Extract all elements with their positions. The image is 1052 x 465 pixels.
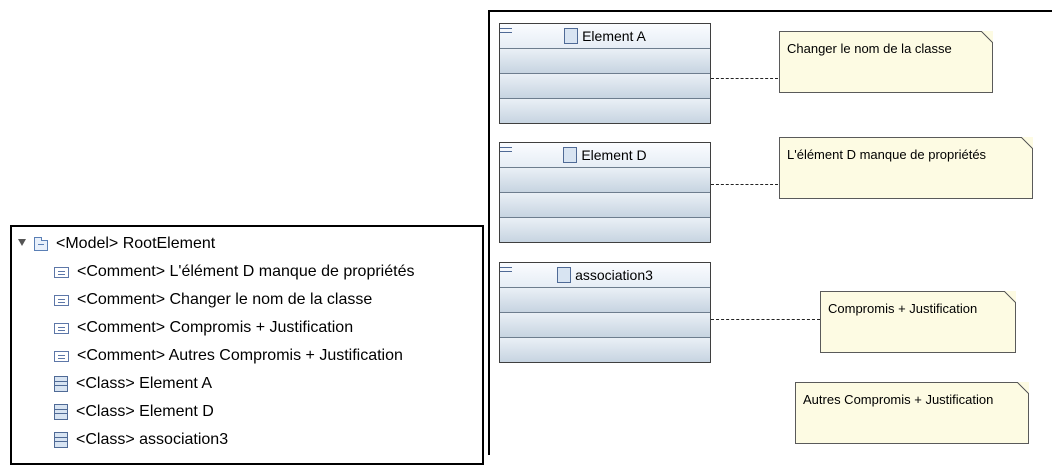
class-icon (54, 432, 68, 448)
nested-compartment[interactable] (500, 218, 710, 242)
expand-arrow-icon[interactable] (18, 239, 26, 246)
tree-node-comment-2[interactable]: <Comment> Changer le nom de la classe (54, 287, 372, 313)
attribute-compartment[interactable] (500, 288, 710, 313)
comment-icon (54, 266, 69, 278)
comment-link-element-d[interactable] (711, 184, 778, 185)
tree-node-class-3[interactable]: <Class> association3 (54, 427, 228, 453)
comment-icon (54, 294, 69, 306)
note-autres-compromis[interactable]: Autres Compromis + Justification (795, 382, 1029, 444)
tree-node-label: <Class> Element D (76, 403, 214, 420)
tree-node-root[interactable]: <Model> RootElement (12, 231, 215, 257)
nested-compartment[interactable] (500, 338, 710, 362)
tree-node-comment-4[interactable]: <Comment> Autres Compromis + Justificati… (54, 343, 403, 369)
tree-node-label: <Class> Element A (76, 375, 213, 392)
tree-node-root-label: <Model> RootElement (56, 235, 216, 252)
uml-class-element-d[interactable]: Element D (499, 142, 711, 243)
note-changer-nom[interactable]: Changer le nom de la classe (779, 31, 993, 93)
class-name: association3 (575, 267, 653, 283)
note-text: Compromis + Justification (828, 301, 978, 316)
attribute-compartment[interactable] (500, 168, 710, 193)
comment-link-element-a[interactable] (711, 78, 778, 79)
class-icon (563, 147, 578, 163)
tree-node-label: <Comment> Autres Compromis + Justificati… (77, 347, 403, 364)
comment-icon (54, 322, 69, 334)
tree-node-class-2[interactable]: <Class> Element D (54, 399, 214, 425)
note-element-d[interactable]: L'élément D manque de propriétés (779, 137, 1033, 199)
diagram-canvas[interactable]: Element A Element D association3 Changer… (488, 10, 1052, 455)
class-icon (557, 267, 572, 283)
model-tree-panel: <Model> RootElement <Comment> L'élément … (10, 225, 484, 465)
tree-node-label: <Class> association3 (76, 431, 229, 448)
operation-compartment[interactable] (500, 193, 710, 218)
comment-icon (54, 350, 69, 362)
class-header: Element D (500, 143, 710, 168)
model-package-icon (34, 236, 48, 251)
tree-node-label: <Comment> Compromis + Justification (77, 319, 354, 336)
tree-node-class-1[interactable]: <Class> Element A (54, 371, 212, 397)
note-text: Autres Compromis + Justification (803, 392, 994, 407)
operation-compartment[interactable] (500, 74, 710, 99)
attribute-compartment[interactable] (500, 49, 710, 74)
note-compromis[interactable]: Compromis + Justification (820, 291, 1016, 353)
tree-node-comment-3[interactable]: <Comment> Compromis + Justification (54, 315, 353, 341)
class-header: association3 (500, 263, 710, 288)
class-name: Element A (582, 28, 646, 44)
tree-node-label: <Comment> Changer le nom de la classe (77, 291, 373, 308)
tree-node-comment-1[interactable]: <Comment> L'élément D manque de propriét… (54, 259, 414, 285)
class-icon (54, 376, 68, 392)
uml-class-element-a[interactable]: Element A (499, 23, 711, 124)
operation-compartment[interactable] (500, 313, 710, 338)
class-name: Element D (581, 147, 647, 163)
class-icon (54, 404, 68, 420)
comment-link-association3[interactable] (711, 319, 820, 320)
note-text: L'élément D manque de propriétés (787, 147, 987, 162)
class-header: Element A (500, 24, 710, 49)
note-text: Changer le nom de la classe (787, 41, 952, 56)
nested-compartment[interactable] (500, 99, 710, 123)
tree-node-label: <Comment> L'élément D manque de propriét… (77, 263, 415, 280)
uml-class-association3[interactable]: association3 (499, 262, 711, 363)
class-icon (564, 28, 579, 44)
